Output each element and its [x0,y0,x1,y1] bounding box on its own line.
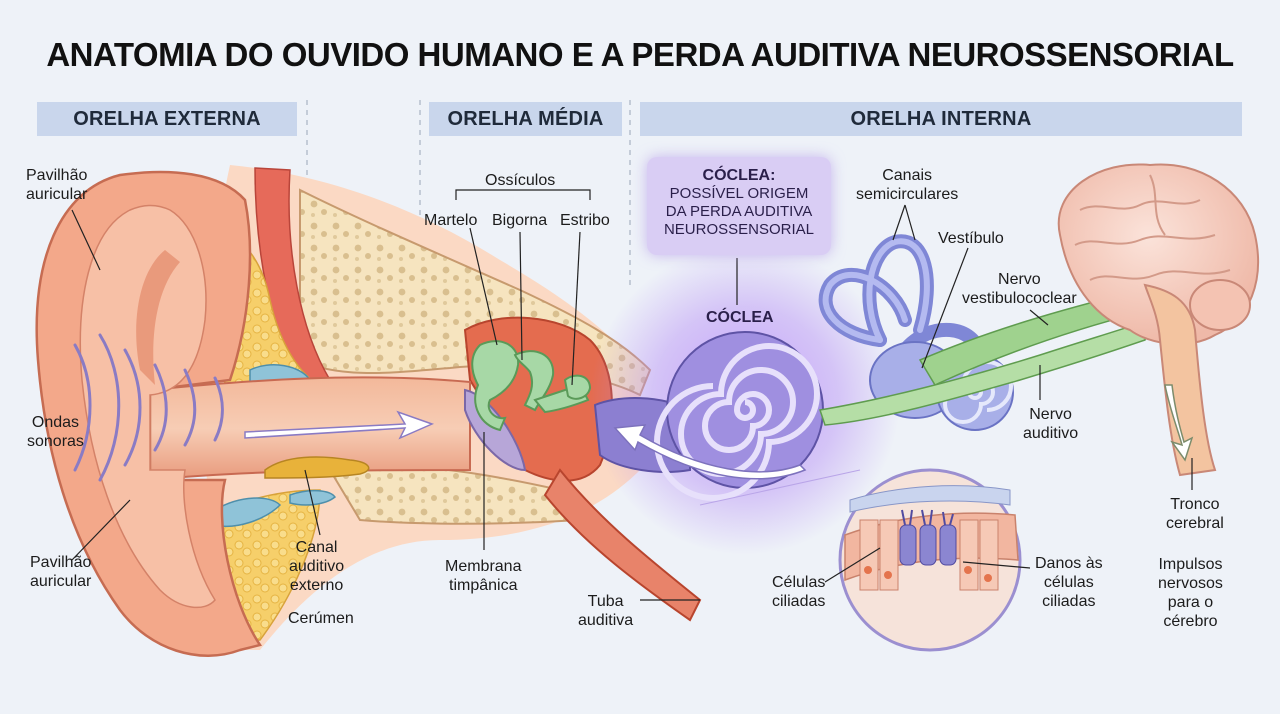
label-ossicles: Ossículos [485,172,556,189]
section-middle-ear: ORELHA MÉDIA [429,102,622,136]
label-stapes: Estribo [560,212,610,229]
label-vestibule: Vestíbulo [938,230,1004,247]
cochlea-callout-box: CÓCLEA: POSSÍVEL ORIGEM DA PERDA AUDITIV… [647,157,831,255]
label-cerumen: Cerúmen [288,610,354,627]
label-cochlea: CÓCLEA [706,309,774,326]
label-malleus: Martelo [424,212,478,229]
section-external-ear: ORELHA EXTERNA [37,102,297,136]
page-title: ANATOMIA DO OUVIDO HUMANO E A PERDA AUDI… [46,36,1234,73]
section-inner-ear: ORELHA INTERNA [640,102,1242,136]
label-incus: Bigorna [492,212,548,229]
